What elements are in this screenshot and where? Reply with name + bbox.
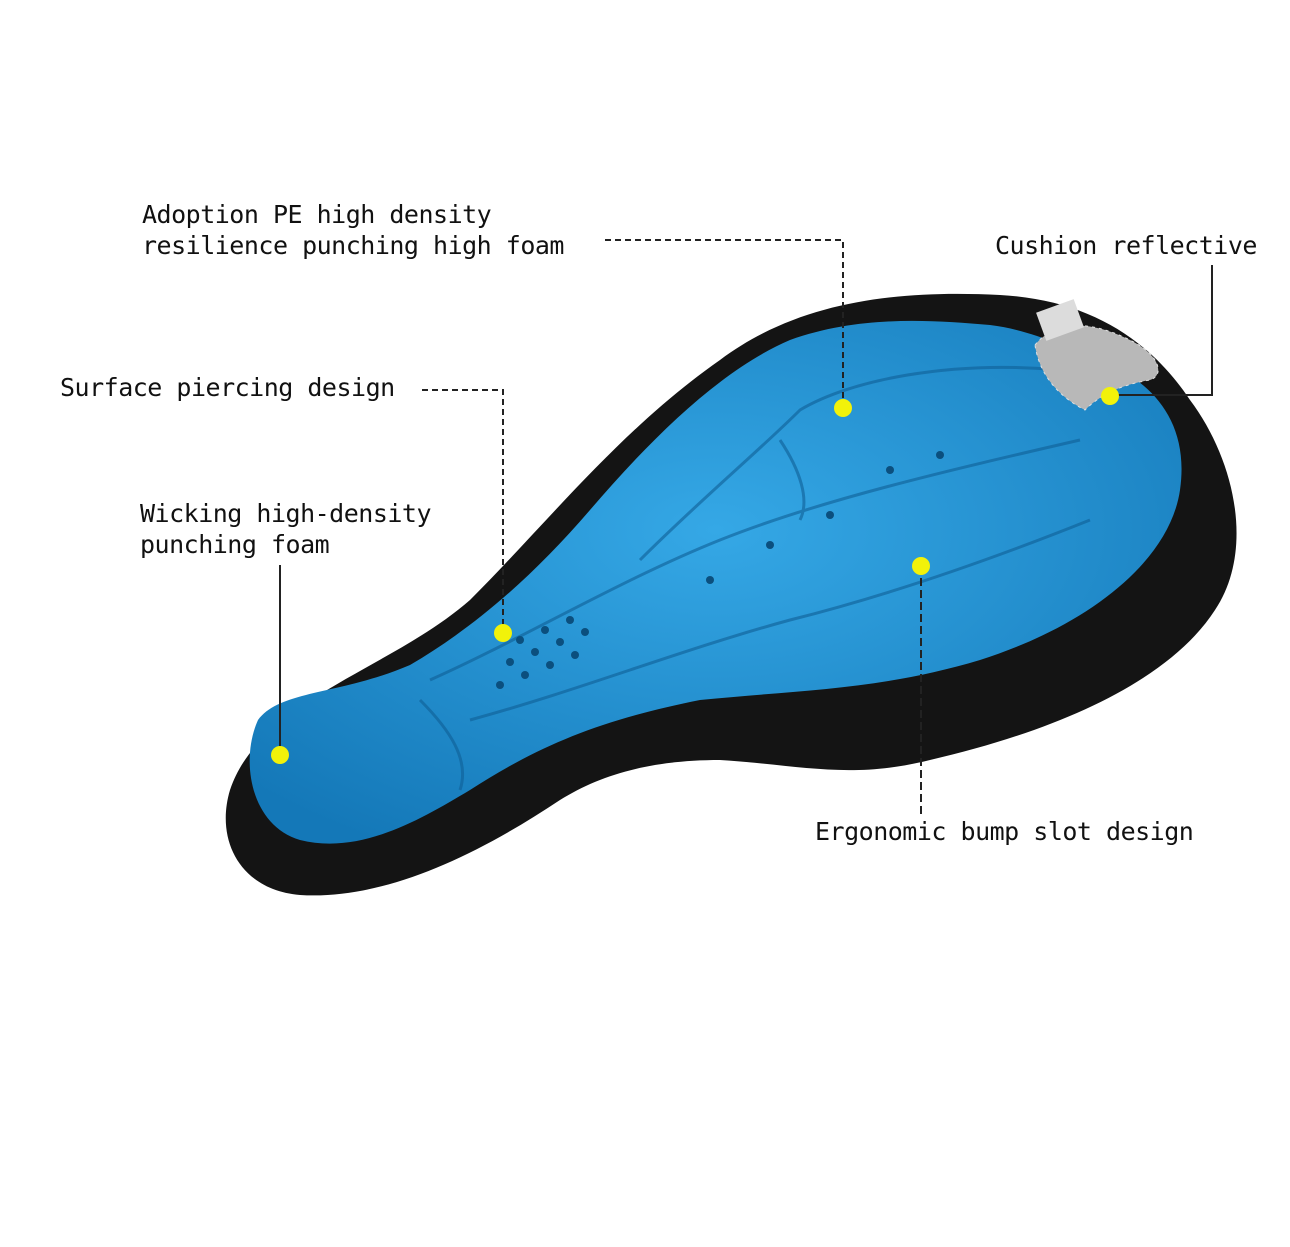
callout-reflective: Cushion reflective: [995, 231, 1257, 260]
callout-ergonomic: Ergonomic bump slot design: [815, 817, 1194, 846]
callout-wicking-line1: Wicking high-density: [140, 499, 432, 528]
marker-wicking: [271, 746, 289, 764]
reflective-strip: [1034, 325, 1159, 411]
brand-tag: [1036, 299, 1084, 341]
foam-ridges: [418, 365, 1091, 791]
callout-wicking-line2: punching foam: [140, 530, 330, 559]
callout-surface: Surface piercing design: [60, 373, 395, 402]
callout-pe-foam-line2: resilience punching high foam: [142, 231, 565, 260]
perforation-holes: [496, 451, 944, 689]
marker-ergonomic: [912, 557, 930, 575]
blue-foam-pad: [249, 320, 1182, 844]
marker-surface: [494, 624, 512, 642]
marker-reflective: [1101, 387, 1119, 405]
marker-pe-foam: [834, 399, 852, 417]
callout-pe-foam-line1: Adoption PE high density: [142, 200, 492, 229]
leader-lines: [279, 239, 1213, 815]
